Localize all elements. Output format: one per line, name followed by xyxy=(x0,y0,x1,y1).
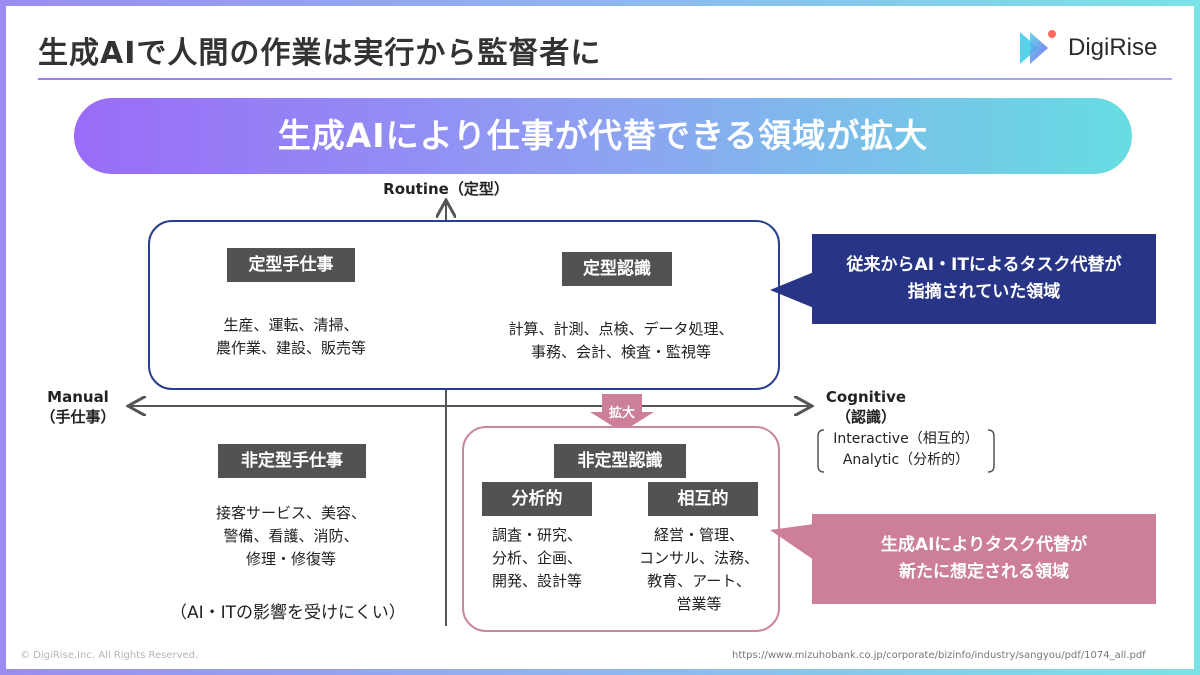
slide: 生成AIで人間の作業は実行から監督者に DigiRise 生成AIにより仕事が代… xyxy=(6,6,1194,669)
expand-arrow-label: 拡大 xyxy=(608,406,635,421)
side-note-brackets xyxy=(817,429,995,473)
existing-substitution-area xyxy=(148,220,780,390)
digirise-logo-icon xyxy=(1020,30,1056,64)
axis-label-manual-en: Manual xyxy=(47,388,109,406)
tag-nonroutine-cognitive: 非定型認識 xyxy=(554,444,686,478)
callout-line: 新たに想定される領域 xyxy=(899,562,1069,582)
tag-interactive: 相互的 xyxy=(648,482,758,516)
headline-banner: 生成AIにより仕事が代替できる領域が拡大 xyxy=(74,98,1132,174)
expand-arrow xyxy=(590,394,654,432)
title-underline xyxy=(38,78,1172,80)
desc-line: 計算、計測、点検、データ処理、 xyxy=(508,320,734,338)
desc-line: 開発、設計等 xyxy=(491,572,582,590)
axis-label-manual: Manual （手仕事） xyxy=(28,388,128,427)
side-note-line: Analytic（分析的） xyxy=(842,452,970,468)
desc-routine-manual: 生産、運転、清掃、 農作業、建設、販売等 xyxy=(176,314,406,360)
desc-line: 経営・管理、 xyxy=(653,526,744,544)
desc-line: 教育、アート、 xyxy=(647,572,751,590)
desc-line: 調査・研究、 xyxy=(491,526,582,544)
callout-line: 従来からAI・ITによるタスク代替が xyxy=(846,255,1122,275)
desc-line: 事務、会計、検査・監視等 xyxy=(530,343,711,361)
callout-pointer-new xyxy=(770,524,814,560)
tag-routine-cognitive: 定型認識 xyxy=(562,252,672,286)
source-url: https://www.mizuhobank.co.jp/corporate/b… xyxy=(732,650,1146,661)
tag-nonroutine-manual: 非定型手仕事 xyxy=(218,444,366,478)
logo-text: DigiRise xyxy=(1068,34,1158,61)
axis-label-cognitive-en: Cognitive xyxy=(825,388,907,406)
desc-routine-cognitive: 計算、計測、点検、データ処理、 事務、会計、検査・監視等 xyxy=(476,318,766,364)
desc-analytic: 調査・研究、 分析、企画、 開発、設計等 xyxy=(472,524,602,593)
callout-line: 指摘されていた領域 xyxy=(907,282,1061,302)
desc-line: 分析、企画、 xyxy=(491,549,582,567)
callout-line: 生成AIによりタスク代替が xyxy=(880,535,1088,555)
axis-label-manual-ja: （手仕事） xyxy=(40,408,116,426)
low-impact-note: （AI・ITの影響を受けにくい） xyxy=(170,603,406,623)
tag-analytic: 分析的 xyxy=(482,482,592,516)
axis-label-cognitive-ja: （認識） xyxy=(835,408,896,426)
callout-new-area: 生成AIによりタスク代替が 新たに想定される領域 xyxy=(812,514,1156,604)
axis-label-cognitive: Cognitive （認識） xyxy=(806,388,926,427)
cognitive-subtypes-note: Interactive（相互的） Analytic（分析的） xyxy=(820,429,992,473)
desc-line: 農作業、建設、販売等 xyxy=(215,339,366,357)
desc-nonroutine-manual: 接客サービス、美容、 警備、看護、消防、 修理・修復等 xyxy=(186,502,396,571)
desc-line: 接客サービス、美容、 xyxy=(215,504,366,522)
callout-existing-area: 従来からAI・ITによるタスク代替が 指摘されていた領域 xyxy=(812,234,1156,324)
tag-routine-manual: 定型手仕事 xyxy=(227,248,355,282)
callout-pointer-existing xyxy=(770,272,814,308)
desc-line: 警備、看護、消防、 xyxy=(223,527,359,545)
desc-interactive: 経営・管理、 コンサル、法務、 教育、アート、 営業等 xyxy=(624,524,774,616)
desc-line: 営業等 xyxy=(676,595,722,613)
desc-line: 修理・修復等 xyxy=(245,550,336,568)
side-note-line: Interactive（相互的） xyxy=(833,431,979,447)
axis-label-routine: Routine（定型） xyxy=(383,180,509,198)
page-title: 生成AIで人間の作業は実行から監督者に xyxy=(38,36,602,71)
copyright-text: © DigiRise,Inc. All Rights Reserved. xyxy=(20,650,199,661)
digirise-logo: DigiRise xyxy=(1016,26,1176,70)
desc-line: コンサル、法務、 xyxy=(638,549,759,567)
desc-line: 生産、運転、清掃、 xyxy=(223,316,359,334)
